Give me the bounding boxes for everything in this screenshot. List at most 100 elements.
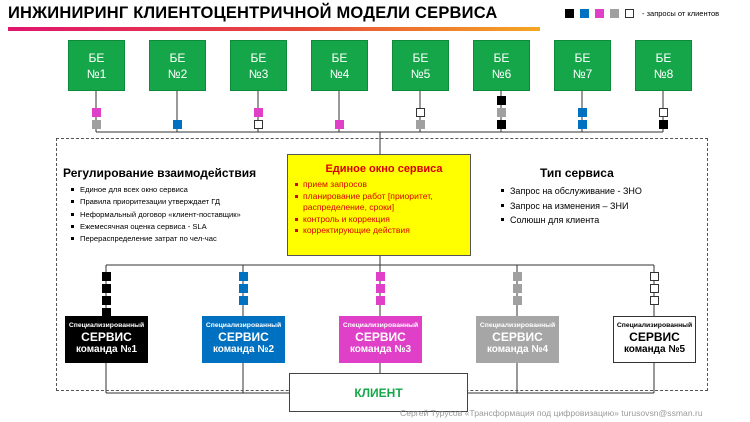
service-type-label: Специализированный xyxy=(616,322,693,329)
service-team-4: Специализированный СЕРВИС команда №4 xyxy=(476,316,559,363)
request-square xyxy=(659,120,668,129)
request-square xyxy=(416,108,425,117)
single-window-item: планирование работ [приоритет, распредел… xyxy=(294,191,464,214)
request-square xyxy=(102,284,111,293)
legend-square-white xyxy=(625,9,634,18)
regulation-item: Перераспределение затрат по чел-час xyxy=(70,233,241,245)
request-square xyxy=(239,272,248,281)
legend-square-gray xyxy=(610,9,619,18)
legend-square-magenta xyxy=(595,9,604,18)
request-square xyxy=(513,272,522,281)
business-unit-4: БЕ №4 xyxy=(311,40,368,91)
client-box: КЛИЕНТ xyxy=(289,373,468,412)
business-unit-number: №7 xyxy=(572,66,593,81)
business-unit-7: БЕ №7 xyxy=(554,40,611,91)
business-unit-label: БЕ xyxy=(169,50,186,65)
request-square xyxy=(513,284,522,293)
request-square xyxy=(102,296,111,305)
business-unit-number: №5 xyxy=(410,66,431,81)
service-team-1: Специализированный СЕРВИС команда №1 xyxy=(65,316,148,363)
business-unit-number: №3 xyxy=(248,66,269,81)
request-square xyxy=(416,120,425,129)
service-type-list: Запрос на обслуживание - ЗНО Запрос на и… xyxy=(500,184,642,228)
request-square xyxy=(659,108,668,117)
service-type-label: Специализированный xyxy=(342,322,419,329)
business-unit-number: №4 xyxy=(329,66,350,81)
business-unit-label: БЕ xyxy=(655,50,672,65)
request-square xyxy=(92,120,101,129)
service-label: СЕРВИС xyxy=(81,330,132,344)
request-square xyxy=(650,284,659,293)
request-square xyxy=(254,120,263,129)
service-team-3: Специализированный СЕРВИС команда №3 xyxy=(339,316,422,363)
business-unit-label: БЕ xyxy=(412,50,429,65)
service-type-label: Специализированный xyxy=(479,322,556,329)
request-square xyxy=(376,272,385,281)
team-label: команда №3 xyxy=(349,344,412,355)
request-square xyxy=(497,120,506,129)
footer-credit: Сергей Турусов «Трансформация под цифров… xyxy=(400,408,703,418)
request-square xyxy=(578,108,587,117)
team-label: команда №5 xyxy=(623,344,686,355)
service-label: СЕРВИС xyxy=(629,330,680,344)
regulation-item: Единое для всех окно сервиса xyxy=(70,184,241,196)
legend-square-blue xyxy=(580,9,589,18)
business-unit-number: №2 xyxy=(167,66,188,81)
business-unit-6: БЕ №6 xyxy=(473,40,530,91)
business-unit-label: БЕ xyxy=(88,50,105,65)
business-unit-8: БЕ №8 xyxy=(635,40,692,91)
business-unit-label: БЕ xyxy=(331,50,348,65)
business-unit-label: БЕ xyxy=(493,50,510,65)
request-square xyxy=(497,108,506,117)
regulation-item: Ежемесячная оценка сервиса - SLA xyxy=(70,221,241,233)
team-label: команда №4 xyxy=(486,344,549,355)
single-window-item: прием запросов xyxy=(294,179,464,191)
request-square xyxy=(650,272,659,281)
service-type-item: Запрос на обслуживание - ЗНО xyxy=(500,184,642,199)
request-square xyxy=(239,296,248,305)
team-label: команда №2 xyxy=(212,344,275,355)
service-type-item: Солюшн для клиента xyxy=(500,213,642,228)
service-label: СЕРВИС xyxy=(218,330,269,344)
business-unit-number: №1 xyxy=(86,66,107,81)
request-square xyxy=(376,296,385,305)
request-square xyxy=(650,296,659,305)
request-square xyxy=(335,120,344,129)
single-window-box: Единое окно сервиса прием запросов плани… xyxy=(287,154,471,256)
service-type-heading: Тип сервиса xyxy=(540,166,614,180)
business-unit-5: БЕ №5 xyxy=(392,40,449,91)
single-window-item: корректирующие действия xyxy=(294,225,464,237)
business-unit-number: №8 xyxy=(653,66,674,81)
business-unit-label: БЕ xyxy=(574,50,591,65)
title-underline xyxy=(8,27,540,31)
request-square xyxy=(254,108,263,117)
service-team-2: Специализированный СЕРВИС команда №2 xyxy=(202,316,285,363)
business-unit-label: БЕ xyxy=(250,50,267,65)
service-type-label: Специализированный xyxy=(205,322,282,329)
request-square xyxy=(173,120,182,129)
legend-square-black xyxy=(565,9,574,18)
regulation-item: Правила приоритезации утверждает ГД xyxy=(70,196,241,208)
request-square xyxy=(513,296,522,305)
regulation-list: Единое для всех окно сервиса Правила при… xyxy=(70,184,241,245)
request-square xyxy=(376,284,385,293)
request-square xyxy=(578,120,587,129)
slide-title: ИНЖИНИРИНГ КЛИЕНТОЦЕНТРИЧНОЙ МОДЕЛИ СЕРВ… xyxy=(8,4,498,22)
regulation-heading: Регулирование взаимодействия xyxy=(63,166,257,180)
service-team-5: Специализированный СЕРВИС команда №5 xyxy=(613,316,696,363)
request-square xyxy=(239,284,248,293)
service-label: СЕРВИС xyxy=(492,330,543,344)
service-label: СЕРВИС xyxy=(355,330,406,344)
business-unit-number: №6 xyxy=(491,66,512,81)
single-window-item: контроль и коррекция xyxy=(294,214,464,226)
business-unit-3: БЕ №3 xyxy=(230,40,287,91)
single-window-list: прием запросов планирование работ [приор… xyxy=(294,179,464,237)
request-square xyxy=(497,96,506,105)
service-type-item: Запрос на изменения – ЗНИ xyxy=(500,199,642,214)
single-window-heading: Единое окно сервиса xyxy=(325,163,443,175)
request-square xyxy=(102,272,111,281)
regulation-item: Неформальный договор «клиент-поставщик» xyxy=(70,209,241,221)
business-unit-1: БЕ №1 xyxy=(68,40,125,91)
business-unit-2: БЕ №2 xyxy=(149,40,206,91)
service-type-label: Специализированный xyxy=(68,322,145,329)
